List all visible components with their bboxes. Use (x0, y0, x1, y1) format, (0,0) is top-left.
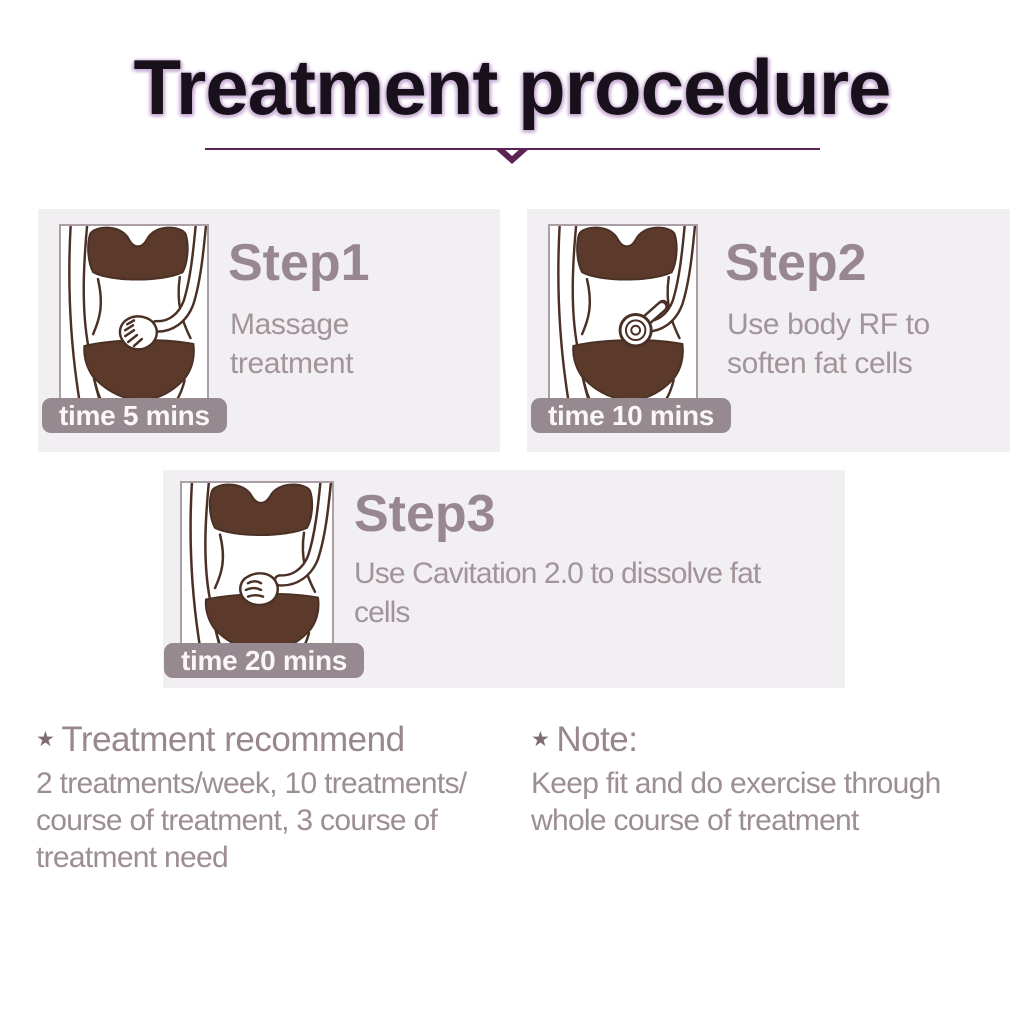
step2-description: Use body RF to soften fat cells (727, 305, 930, 383)
step3-time-badge: time 20 mins (164, 643, 365, 678)
note-heading: Note: (556, 720, 638, 759)
torso-cavitation-illustration (180, 481, 334, 654)
step-card-2: Step2 Use body RF to soften fat cells ti… (527, 209, 1010, 452)
desc-line: Massage (230, 308, 349, 341)
desc-line: cells (354, 596, 410, 629)
note-body: Keep fit and do exercise through whole c… (531, 765, 1006, 839)
body-line: Keep fit and do exercise through (531, 767, 941, 800)
step1-title: Step1 (228, 234, 370, 292)
star-icon: ★ (531, 728, 550, 751)
treatment-recommend-section: ★ Treatment recommend 2 treatments/week, … (36, 720, 536, 876)
recommend-body: 2 treatments/week, 10 treatments/ course… (36, 765, 536, 876)
desc-line: Use Cavitation 2.0 to dissolve fat (354, 557, 761, 590)
step3-description: Use Cavitation 2.0 to dissolve fat cells (354, 554, 761, 632)
divider-line (205, 148, 820, 164)
note-section: ★ Note: Keep fit and do exercise through … (531, 720, 1006, 839)
star-icon: ★ (36, 728, 55, 751)
desc-line: treatment (230, 347, 354, 380)
body-line: 2 treatments/week, 10 treatments/ (36, 767, 467, 800)
step1-time-badge: time 5 mins (42, 398, 227, 433)
recommend-heading: Treatment recommend (61, 720, 405, 759)
note-heading-row: ★ Note: (531, 720, 1006, 760)
torso-rf-device-illustration (548, 224, 698, 402)
step3-title: Step3 (354, 485, 496, 543)
chevron-down-icon (494, 148, 530, 164)
page-title: Treatment procedure (133, 43, 892, 131)
body-line: whole course of treatment (531, 804, 859, 837)
step2-time-badge: time 10 mins (531, 398, 732, 433)
body-line: course of treatment, 3 course of (36, 804, 438, 837)
step-card-3: Step3 Use Cavitation 2.0 to dissolve fat… (163, 470, 845, 688)
desc-line: Use body RF to (727, 308, 930, 341)
step2-title: Step2 (725, 234, 867, 292)
torso-massage-illustration (59, 224, 209, 402)
body-line: treatment need (36, 841, 229, 874)
step1-description: Massage treatment (230, 305, 354, 383)
step-card-1: Step1 Massage treatment time 5 mins (38, 209, 500, 452)
desc-line: soften fat cells (727, 347, 913, 380)
recommend-heading-row: ★ Treatment recommend (36, 720, 536, 760)
